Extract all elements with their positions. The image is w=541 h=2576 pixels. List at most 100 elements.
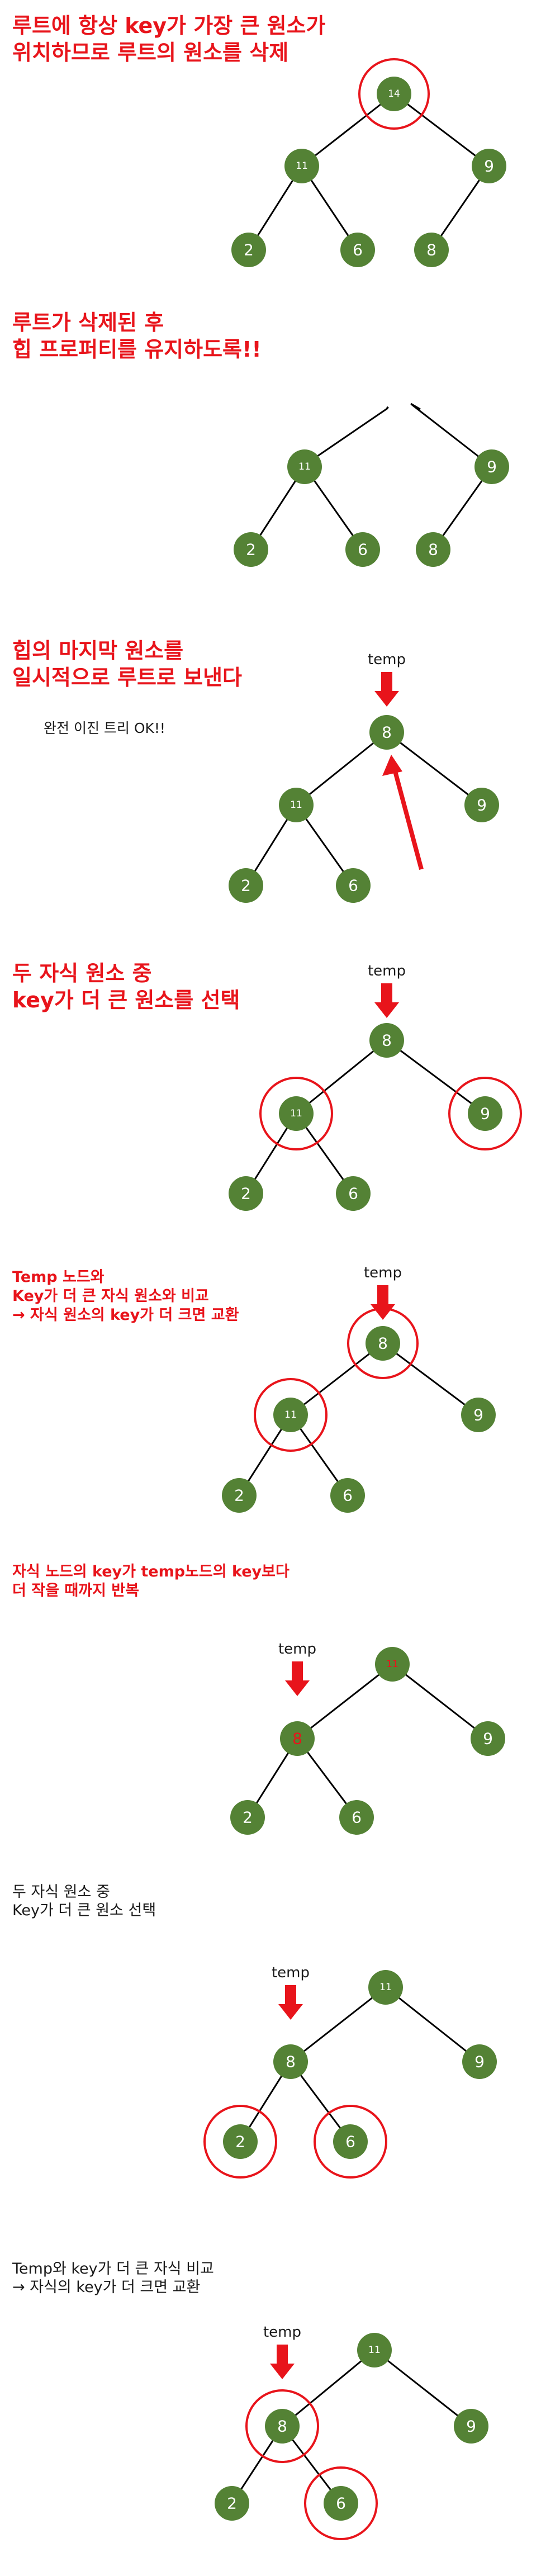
tree-node-label: 6 <box>343 1486 353 1505</box>
tree-node: 6 <box>336 868 371 903</box>
tree-node: 11 <box>375 1647 410 1682</box>
tree-node-label: 8 <box>426 241 436 259</box>
step-8-title-line: Temp와 key가 더 큰 자식 비교 <box>12 2260 214 2277</box>
tree-node: 6 <box>330 1478 365 1513</box>
tree-node: 8 <box>369 1023 404 1058</box>
tree-node: 2 <box>230 1800 265 1835</box>
tree-node: 2 <box>222 1478 257 1513</box>
step-6-title-line: 자식 노드의 key가 temp노드의 key보다 <box>12 1563 290 1580</box>
tree-node-label: 11 <box>296 160 308 172</box>
tree-node-label: 8 <box>286 2053 296 2071</box>
tree-node: 8 <box>366 1326 400 1361</box>
tree-node-label: 11 <box>368 2345 381 2356</box>
tree-node-circle <box>339 1800 374 1835</box>
tree-edge <box>282 2349 375 2427</box>
temp-arrow-icon <box>374 672 399 707</box>
tree-node: 6 <box>324 2486 358 2521</box>
tree-edge <box>297 1663 393 1740</box>
step-8-title-line: → 자식의 key가 더 크면 교환 <box>12 2279 201 2296</box>
tree-node-label: 6 <box>358 541 368 559</box>
tree-node-circle <box>215 2486 249 2521</box>
step-2-title-line: 루트가 삭제된 후 <box>12 310 164 335</box>
tree-node-circle <box>345 532 380 567</box>
tree-node: 2 <box>231 233 266 267</box>
step-5-title-line: Temp 노드와 <box>12 1268 105 1286</box>
tree-node-circle <box>357 2333 392 2367</box>
tree-node: 11 <box>368 1970 403 2005</box>
highlight-ring <box>358 58 430 130</box>
tree-edge <box>385 1986 480 2063</box>
temp-arrow-icon <box>371 1285 395 1320</box>
step-1-title-line: 위치하므로 루트의 원소를 삭제 <box>12 40 289 65</box>
tree-node-label: 9 <box>477 796 487 815</box>
tree-node-circle <box>330 1478 365 1513</box>
step-5-title: Temp 노드와 Key가 더 큰 자식 원소와 비교 → 자식 원소의 key… <box>12 1268 239 1325</box>
tree-node: 8 <box>273 2044 308 2079</box>
step-5-title-line: → 자식 원소의 key가 더 크면 교환 <box>12 1306 239 1324</box>
tree-node-circle <box>454 2409 488 2444</box>
tree-node-circle <box>223 2124 258 2159</box>
tree-edge <box>374 2349 472 2427</box>
temp-arrow-icon <box>374 983 399 1018</box>
tree-node-circle <box>280 1721 315 1756</box>
tree-node-label: 11 <box>290 799 302 811</box>
tree-edge <box>393 93 490 167</box>
tree-node-circle <box>222 1478 257 1513</box>
step-7-title: 두 자식 원소 중 Key가 더 큰 원소 선택 <box>12 1883 156 1920</box>
tree-node-label: 11 <box>298 461 311 472</box>
tree-node: 9 <box>461 1398 496 1432</box>
tree-edge <box>386 406 389 409</box>
temp-label: temp <box>364 1265 402 1281</box>
step-1-title: 루트에 항상 key가 가장 큰 원소가 위치하므로 루트의 원소를 삭제 <box>12 12 325 66</box>
tree-node-circle <box>230 1800 265 1835</box>
tree-node-label: 11 <box>386 1659 398 1670</box>
tree-node: 11 <box>273 1398 308 1432</box>
tree-node-circle <box>468 1096 502 1131</box>
tree-node-label: 2 <box>234 1486 244 1505</box>
tree-edge <box>386 731 482 806</box>
tree-node: 11 <box>284 149 319 183</box>
tree-node-label: 11 <box>290 1108 302 1119</box>
complete-binary-tree-note: 완전 이진 트리 OK!! <box>44 720 165 736</box>
tree-node: 11 <box>357 2333 392 2367</box>
tree-edge <box>392 1663 488 1740</box>
tree-edge <box>296 1039 387 1115</box>
tree-node-circle <box>231 233 266 267</box>
tree-node-circle <box>340 233 375 267</box>
temp-arrow-icon <box>270 2345 295 2379</box>
tree-node-circle <box>369 1023 404 1058</box>
tree-node: 6 <box>339 1800 374 1835</box>
tree-node-label: 8 <box>382 1031 392 1050</box>
tree-node: 11 <box>287 449 322 484</box>
tree-node-circle <box>375 1647 410 1682</box>
tree-node: 6 <box>345 532 380 567</box>
tree-node-label: 8 <box>277 2417 287 2436</box>
tree-node-circle <box>229 1176 263 1211</box>
tree-node-circle <box>324 2486 358 2521</box>
move-up-arrow-icon <box>382 755 402 776</box>
tree-node-circle <box>273 1398 308 1432</box>
tree-node: 9 <box>468 1096 502 1131</box>
temp-label: temp <box>368 651 406 668</box>
step-2-title-line: 힙 프로퍼티를 유지하도록!! <box>12 337 262 362</box>
tree-node-circle <box>414 233 449 267</box>
tree-node: 6 <box>340 233 375 267</box>
tree-node-circle <box>279 788 314 822</box>
tree-node-circle <box>336 1176 371 1211</box>
step-4-title-line: 두 자식 원소 중 <box>12 961 152 986</box>
highlight-ring <box>314 2105 387 2179</box>
temp-label: temp <box>368 963 406 979</box>
temp-label: temp <box>278 1641 316 1658</box>
tree-node-label: 11 <box>284 1409 297 1420</box>
temp-label: temp <box>272 1964 310 1981</box>
tree-node: 11 <box>279 788 314 822</box>
step-3-title: 힙의 마지막 원소를 일시적으로 루트로 보낸다 <box>12 637 242 691</box>
highlight-ring <box>304 2466 378 2540</box>
tree-edge <box>290 1986 386 2063</box>
tree-node-label: 9 <box>473 1406 483 1424</box>
step-4-title-line: key가 더 큰 원소를 선택 <box>12 988 240 1012</box>
tree-node-circle <box>229 868 263 903</box>
tree-node-circle <box>284 149 319 183</box>
temp-arrow-icon <box>278 1985 303 2020</box>
